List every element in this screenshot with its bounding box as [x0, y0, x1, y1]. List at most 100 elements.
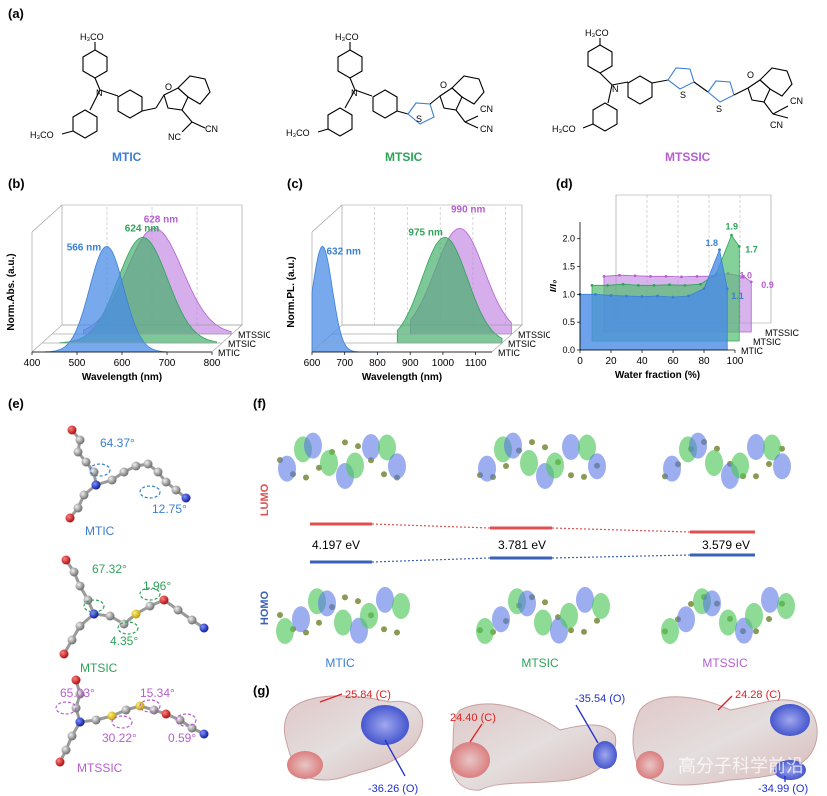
orbital-lobe: [346, 452, 364, 479]
mtsic-angle-1: 67.32°: [92, 562, 127, 576]
mtssic-h3co-bottom: H₃CO: [552, 124, 576, 134]
mtssic-geo-name: MTSSIC: [77, 761, 123, 775]
orbital-atom: [381, 626, 387, 633]
aie-point-mtssic: [602, 274, 606, 278]
orbital-lobe: [362, 434, 380, 461]
aie-point-mtsic: [699, 282, 702, 286]
panel-label-a: (a): [8, 6, 24, 21]
angle-arc: [55, 701, 77, 715]
orbital-lobe: [278, 455, 296, 482]
aie-point-mtic: [725, 287, 729, 291]
orbital-atom: [581, 628, 587, 635]
angle-arc: [83, 599, 105, 613]
orbital-lobe: [392, 593, 410, 620]
x-tick-label: 60: [667, 356, 679, 367]
atom: [71, 675, 81, 685]
esp-value-6: -34.99 (O): [758, 783, 808, 795]
x-axis-label: Wavelength (nm): [82, 372, 162, 383]
atom: [187, 723, 197, 733]
orbital-lobe: [689, 432, 707, 459]
atom: [75, 689, 85, 699]
aie-point-mtic: [640, 295, 644, 298]
atom: [181, 493, 191, 503]
atom: [75, 621, 85, 631]
aie-point-mtsic: [621, 282, 625, 286]
atom: [173, 605, 183, 615]
atom: [161, 477, 171, 487]
atom: [67, 635, 77, 645]
atom: [73, 447, 83, 457]
x-tick-label: 700: [336, 358, 353, 369]
orbital-lobe: [677, 606, 695, 633]
y-tick-label: 0.0: [562, 345, 575, 355]
mtssic-s-1: S: [680, 90, 686, 100]
y-tick-label: 0.5: [562, 317, 575, 327]
esp-arrow-4: [575, 704, 599, 744]
y-axis-label: Norm.PL. (a.u.): [286, 256, 297, 327]
atom: [65, 513, 75, 523]
atom: [199, 623, 209, 633]
orbital-lobe: [534, 609, 552, 636]
esp-value-4: -35.54 (O): [575, 693, 625, 705]
x-tick-label: 600: [304, 358, 321, 369]
mtssic-n: N: [612, 84, 619, 94]
homo-orbitals: [276, 586, 795, 644]
orbital-atom: [688, 600, 694, 607]
depth-label-mtsic: MTSIC: [753, 337, 781, 347]
aie-point-mtic: [656, 294, 659, 298]
orbital-lobe: [492, 606, 510, 633]
orbital-atom: [766, 616, 772, 623]
atom: [61, 745, 71, 755]
aie-point-mtsic: [668, 283, 671, 287]
orbital-atom: [766, 461, 772, 468]
panel-label-c: (c): [287, 176, 303, 191]
angle-arc: [139, 587, 161, 601]
aie-value-label-mtsic: 1.9: [726, 221, 739, 231]
peak-label-mtsic: 975 nm: [408, 227, 443, 238]
atom: [105, 611, 115, 621]
orbital-lobe: [663, 455, 681, 482]
peak-label-mtic: 566 nm: [67, 242, 102, 253]
esp-map-mtsic: [450, 703, 617, 791]
aie-point-mtssic: [618, 273, 621, 277]
orbital-lobe: [592, 593, 610, 620]
y-tick-label: 2.0: [562, 234, 575, 244]
angle-arc: [139, 485, 161, 499]
orbital-atom: [568, 472, 574, 479]
esp-value-3: 24.40 (C): [450, 712, 496, 724]
peak-label-mtsic: 624 nm: [125, 223, 160, 234]
lumo-connector-1: [371, 523, 491, 529]
x-axis-label: Water fraction (%): [615, 370, 700, 381]
panel-g-esp-maps: 25.84 (C) -36.26 (O) 24.40 (C) -35.54 (O…: [283, 689, 818, 795]
x-tick-label: 400: [24, 358, 41, 369]
atom: [73, 503, 83, 513]
angle-arc: [111, 715, 133, 729]
aie-point-mtssic: [749, 280, 753, 284]
mtsic-h3co-top: H₃CO: [335, 32, 359, 42]
atom: [67, 425, 77, 435]
orbital-lobe: [518, 590, 536, 617]
aie-point-mtic: [671, 295, 675, 299]
mtic-name: MTIC: [112, 150, 142, 164]
mtsic-structure: [317, 42, 485, 137]
mtic-geo-name: MTIC: [85, 524, 115, 538]
orbital-lobe: [578, 434, 596, 461]
atom: [145, 601, 155, 611]
orbital-lobe: [745, 602, 763, 629]
depth-label-mtssic: MTSSIC: [765, 328, 800, 338]
mtsic-geometry: [59, 555, 209, 659]
orbital-atom: [355, 598, 361, 605]
orbital-lobe: [276, 618, 294, 644]
aie-point-mtsic: [606, 283, 609, 287]
mtsic-n: N: [351, 88, 358, 98]
orbital-lobe: [560, 602, 578, 629]
orbital-lobe: [661, 618, 679, 644]
mtssic-o: O: [747, 70, 754, 80]
x-tick-label: 1100: [465, 358, 487, 369]
orbital-lobe: [318, 590, 336, 617]
atom: [171, 485, 181, 495]
homo-connector-2: [551, 554, 691, 559]
lumo-connector-2: [551, 527, 691, 533]
mtssic-angle-1: 65.03°: [60, 686, 95, 700]
